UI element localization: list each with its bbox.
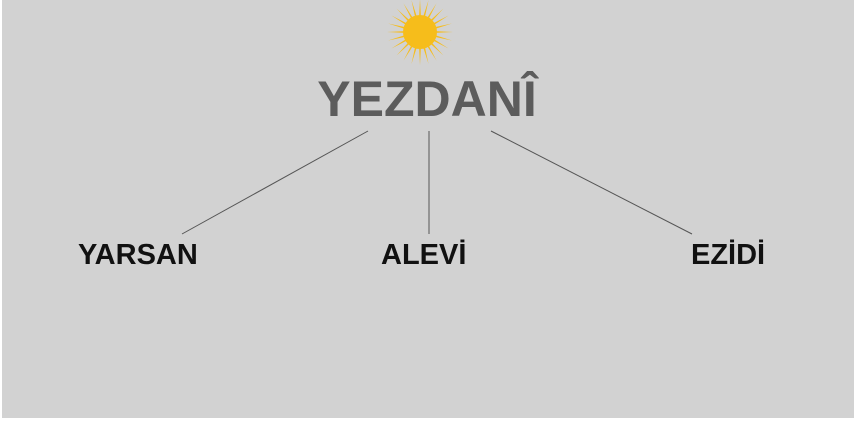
sun-ray [396,8,411,23]
sun-ray [388,35,406,41]
sun-ray [403,3,414,20]
sun-ray [426,44,437,61]
sun-ray [434,35,452,41]
child-node-alevi: ALEVİ [381,239,467,271]
sun-ray [432,15,449,26]
sun-ray [423,0,429,18]
connector-ezidi [490,130,693,235]
sun-ray [419,0,421,18]
child-node-yarsan: YARSAN [78,239,198,271]
sun-ray [426,3,437,20]
sun-ray [403,44,414,61]
sun-ray [429,8,444,23]
connector-yarsan [181,130,369,235]
child-node-ezidi: EZİDİ [691,239,766,271]
sun-ray [434,23,452,29]
sun-ray [411,46,417,64]
sun-ray [419,46,421,65]
sun-ray [391,38,408,49]
sun-icon [387,0,453,65]
sun-ray [396,41,411,56]
sun-ray [423,46,429,64]
sun-ray [387,31,406,33]
sun-ray [432,38,449,49]
sun-ray [411,0,417,18]
sun-ray [391,15,408,26]
sun-ray [388,23,406,29]
sun-ray [434,31,453,33]
root-node-yezdani: YEZDANÎ [317,71,537,127]
sun-ray [429,41,444,56]
